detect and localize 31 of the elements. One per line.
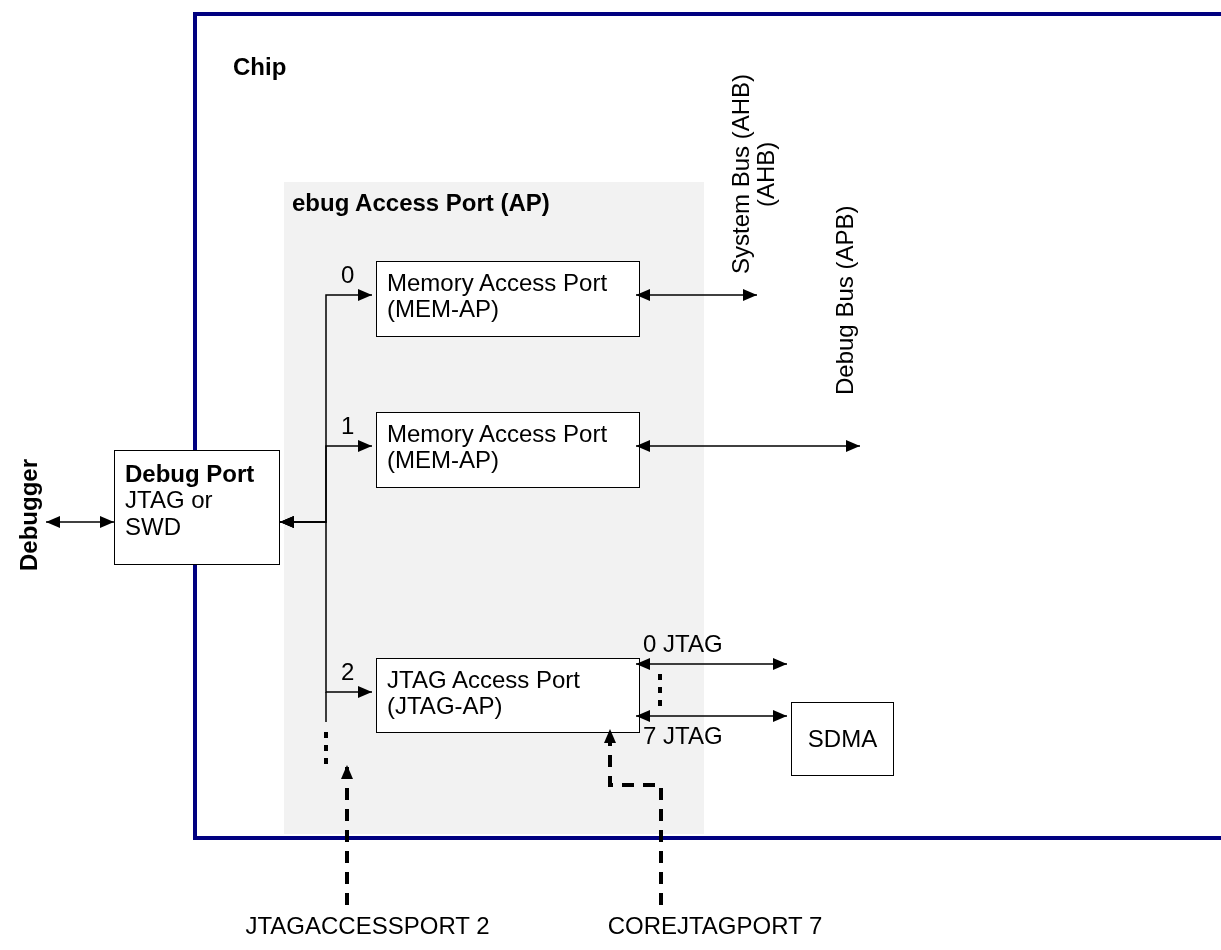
arrow xyxy=(635,289,758,301)
node-text: COREJTAGPORT 7 xyxy=(607,912,823,939)
node-text: Memory Access Port (MEM-AP) xyxy=(387,421,609,474)
bus-label: System Bus (AHB) (AHB) xyxy=(728,73,781,277)
dashed-arrow xyxy=(604,729,663,905)
edge-label: 2 xyxy=(341,660,355,684)
arrow xyxy=(635,710,788,722)
node-title: ebug Access Port (AP) xyxy=(292,190,551,217)
process-box xyxy=(791,702,894,776)
node-text: SDMA xyxy=(807,725,878,753)
debug-port-box xyxy=(114,450,280,565)
process-box xyxy=(376,658,640,733)
arrow xyxy=(635,440,861,452)
node-title: Debugger xyxy=(15,459,43,571)
arrow xyxy=(635,658,788,670)
dashed-arrow xyxy=(341,765,353,905)
node-text: JTAGACCESSPORT 2 xyxy=(245,912,490,939)
node-title: Chip xyxy=(233,54,288,81)
edge-label: 0 JTAG xyxy=(643,632,723,656)
node-text: JTAG or SWD xyxy=(125,487,214,541)
arrow xyxy=(45,516,115,528)
bus-label: Debug Bus (APB) xyxy=(832,204,859,397)
node-title: Debug Port xyxy=(125,461,255,488)
node-text: Memory Access Port (MEM-AP) xyxy=(387,270,609,323)
edge-label: 7 JTAG xyxy=(643,724,723,748)
process-box xyxy=(376,261,640,337)
node-text: JTAG Access Port (JTAG-AP) xyxy=(387,667,581,720)
edge-label: 1 xyxy=(341,414,355,438)
edge-label: 0 xyxy=(341,263,355,287)
arrow xyxy=(279,516,373,698)
process-box xyxy=(376,412,640,488)
